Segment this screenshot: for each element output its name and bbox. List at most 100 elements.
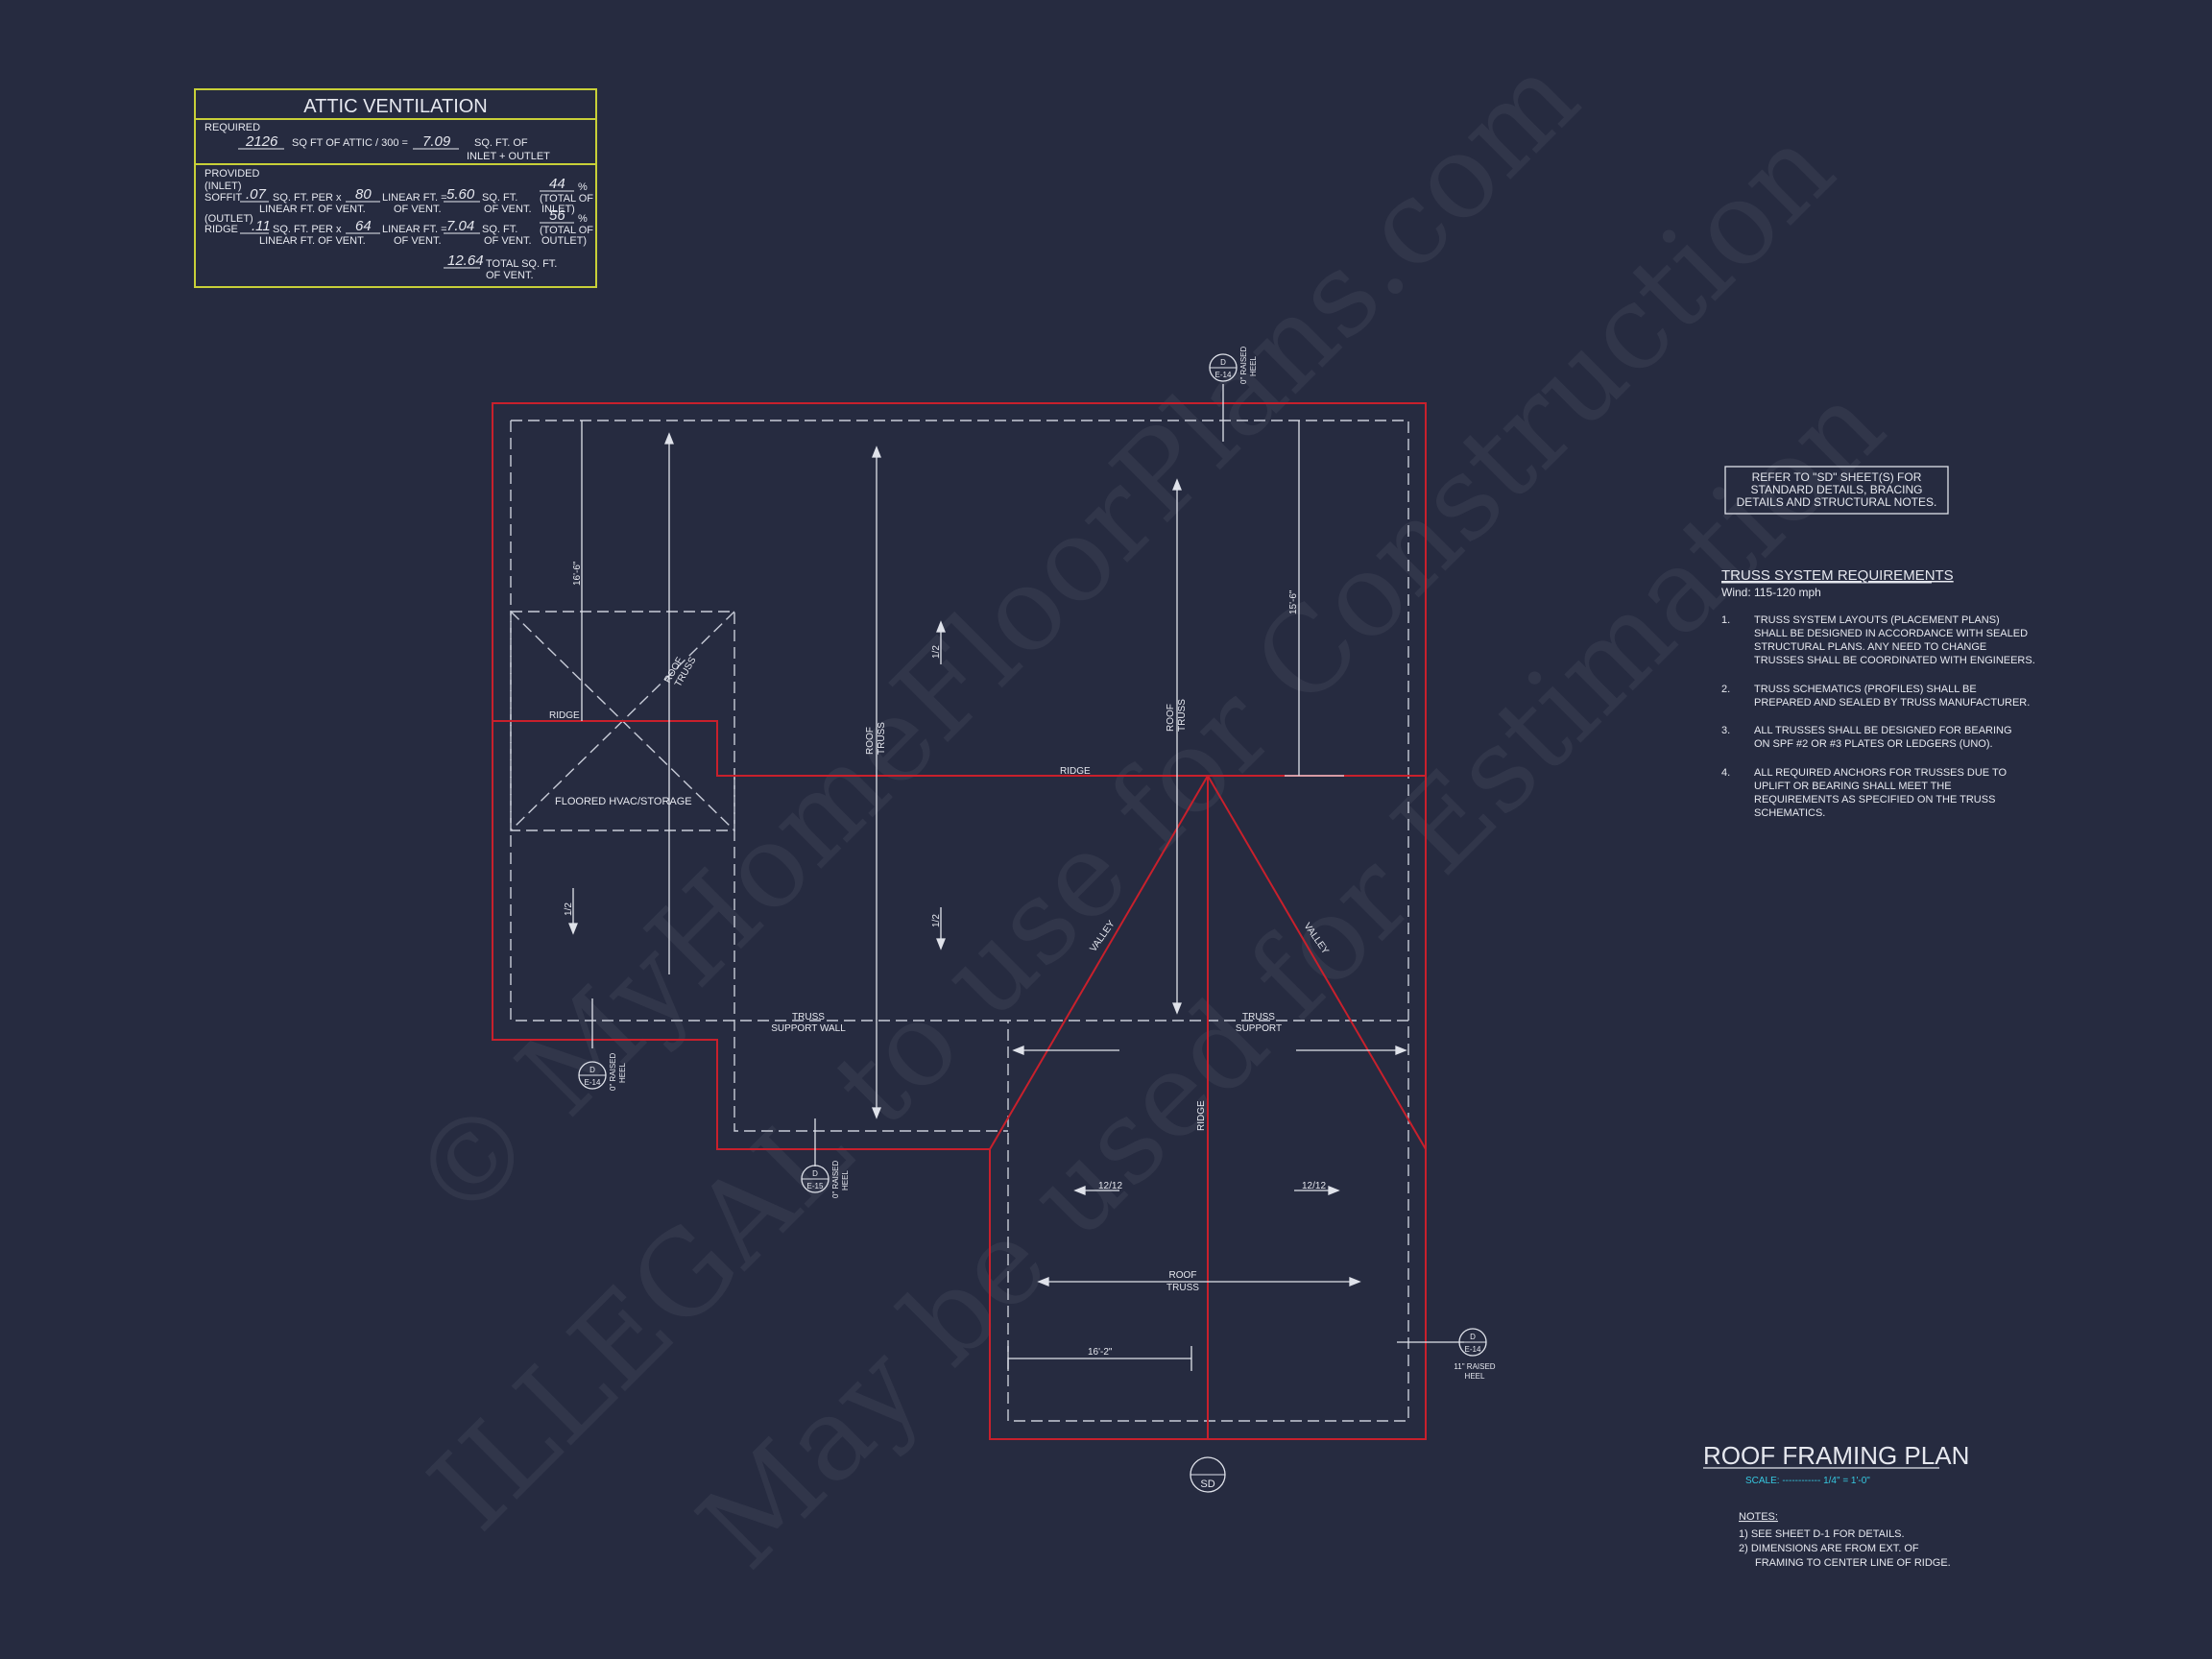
soffit-lf: 80 <box>355 186 372 203</box>
marker-left-sheet: E-14 <box>585 1078 601 1087</box>
note-line-2: 2) DIMENSIONS ARE FROM EXT. OF <box>1739 1543 1919 1554</box>
marker-sd: SD <box>1190 1456 1226 1493</box>
outlet-tag: (OUTLET) <box>204 213 253 225</box>
section-markers: D E-14 0" RAISED HEEL D E-14 0" RAISED H… <box>578 346 1496 1493</box>
truss-item-1-line-2: SHALL BE DESIGNED IN ACCORDANCE WITH SEA… <box>1754 628 2028 639</box>
refer-line-1: REFER TO "SD" SHEET(S) FOR <box>1752 470 1922 484</box>
ridge-label-main: RIDGE <box>1060 766 1091 777</box>
marker-left: D E-14 0" RAISED HEEL <box>578 1052 627 1091</box>
note-line-1: 1) SEE SHEET D-1 FOR DETAILS. <box>1739 1528 1905 1540</box>
roof-label-right: ROOF <box>1166 704 1176 732</box>
watermark-line-2: ILLEGAL to use for Construction <box>405 102 1859 1555</box>
truss-item-1-num: 1. <box>1721 614 1730 626</box>
required-result: 7.09 <box>422 133 451 150</box>
truss-item-3-num: 3. <box>1721 725 1730 736</box>
required-unit-2: INLET + OUTLET <box>467 151 550 162</box>
soffit-pct-sign: % <box>578 181 588 193</box>
soffit-sub: LINEAR FT. OF VENT. <box>259 204 366 215</box>
soffit-of-vent: OF VENT. <box>394 204 442 215</box>
ridge-label-upper: RIDGE <box>549 710 580 721</box>
ridge-pct: 56 <box>549 207 565 224</box>
marker-top-d: D <box>1220 358 1226 367</box>
pitch-middle: 1/2 <box>931 914 942 927</box>
notes-title: NOTES: <box>1739 1511 1778 1523</box>
dim-16-2: 16'-2" <box>1088 1347 1113 1358</box>
ridge-sub: LINEAR FT. OF VENT. <box>259 235 366 247</box>
truss-item-4-num: 4. <box>1721 767 1730 779</box>
truss-item-1-line-1: TRUSS SYSTEM LAYOUTS (PLACEMENT PLANS) <box>1754 614 2000 626</box>
plan-title: ROOF FRAMING PLAN <box>1703 1441 1969 1470</box>
attic-ventilation-table: ATTIC VENTILATION REQUIRED 2126 SQ FT OF… <box>194 88 597 288</box>
truss-label-support-wall: TRUSS <box>792 1012 825 1022</box>
inlet-total: (TOTAL OF <box>540 193 593 204</box>
truss-item-2-line-1: TRUSS SCHEMATICS (PROFILES) SHALL BE <box>1754 684 1977 695</box>
soffit-sqft: 5.60 <box>446 186 475 203</box>
hvac-storage-box <box>510 611 735 831</box>
ridge-per: SQ. FT. PER x <box>273 224 342 235</box>
soffit-per: SQ. FT. PER x <box>273 192 342 204</box>
soffit-rate: .07 <box>246 186 267 203</box>
pitch-left: 1/2 <box>564 902 574 916</box>
truss-item-1-line-4: TRUSSES SHALL BE COORDINATED WITH ENGINE… <box>1754 655 2035 666</box>
floored-hvac-label: FLOORED HVAC/STORAGE <box>555 796 692 807</box>
refer-note-box: REFER TO "SD" SHEET(S) FOR STANDARD DETA… <box>1724 466 1949 515</box>
watermark-line-3: May be used for Estimation <box>674 359 1910 1595</box>
provided-label: PROVIDED <box>204 168 260 180</box>
truss-label-right: TRUSS <box>1177 699 1188 732</box>
watermark: © MyHomeFloorPlans.com ILLEGAL to use fo… <box>386 31 1910 1594</box>
required-text: SQ FT OF ATTIC / 300 = <box>292 137 408 149</box>
ridge-tag: RIDGE <box>204 224 238 235</box>
marker-left-d: D <box>589 1066 595 1074</box>
ridge-sqft-text: SQ. FT. <box>482 224 517 235</box>
marker-left-heel: HEEL <box>618 1063 627 1083</box>
truss-item-4-line-1: ALL REQUIRED ANCHORS FOR TRUSSES DUE TO <box>1754 767 2007 779</box>
marker-sd-label: SD <box>1200 1479 1214 1490</box>
ridge-sqft: 7.04 <box>446 218 474 234</box>
truss-item-1-line-3: STRUCTURAL PLANS. ANY NEED TO CHANGE <box>1754 641 1986 653</box>
marker-bottom-sheet: E-15 <box>807 1182 824 1190</box>
truss-item-4-line-2: UPLIFT OR BEARING SHALL MEET THE <box>1754 781 1952 792</box>
total-text: TOTAL SQ. FT. <box>486 258 557 270</box>
marker-right-heel: HEEL <box>1465 1372 1485 1381</box>
truss-lines <box>568 384 1464 1371</box>
required-label: REQUIRED <box>204 122 260 133</box>
ridge-sqft-of-vent: OF VENT. <box>484 235 532 247</box>
outlet-total: (TOTAL OF <box>540 225 593 236</box>
ridge-lf-text: LINEAR FT. = <box>382 224 447 235</box>
marker-right-d: D <box>1470 1333 1476 1341</box>
pitch-lower-right: 12/12 <box>1302 1181 1326 1191</box>
truss-item-4-line-4: SCHEMATICS. <box>1754 807 1825 819</box>
marker-bottom: D E-15 0" RAISED HEEL <box>801 1160 850 1198</box>
marker-left-raised: 0" RAISED <box>609 1052 617 1091</box>
soffit-pct: 44 <box>549 176 565 192</box>
truss-label-left: TRUSS <box>877 722 887 755</box>
dim-15-6: 15'-6" <box>1288 589 1299 614</box>
inlet-tag: (INLET) <box>204 180 242 192</box>
marker-bottom-raised: 0" RAISED <box>831 1160 840 1198</box>
truss-label-support: TRUSS <box>1242 1012 1275 1022</box>
required-unit-1: SQ. FT. OF <box>474 137 528 149</box>
marker-top: D E-14 0" RAISED HEEL <box>1209 346 1258 384</box>
title-block: ROOF FRAMING PLAN SCALE: ------------ 1/… <box>1703 1441 1969 1569</box>
marker-right-sheet: E-14 <box>1465 1345 1481 1354</box>
truss-label-lower: TRUSS <box>1166 1283 1199 1293</box>
pitch-lower-left: 12/12 <box>1098 1181 1122 1191</box>
ridge-lf: 64 <box>355 218 372 234</box>
truss-item-4-line-3: REQUIREMENTS AS SPECIFIED ON THE TRUSS <box>1754 794 1995 805</box>
roof-label-lower: ROOF <box>1169 1270 1197 1281</box>
attic-title: ATTIC VENTILATION <box>303 96 488 117</box>
ridge-pct-sign: % <box>578 213 588 225</box>
dim-16-6: 16'-6" <box>572 561 583 586</box>
pitch-upper: 1/2 <box>931 645 942 659</box>
truss-wind: Wind: 115-120 mph <box>1721 586 1821 599</box>
soffit-tag: SOFFIT <box>204 192 242 204</box>
required-sqft: 2126 <box>245 133 278 150</box>
support-label: SUPPORT <box>1236 1023 1282 1034</box>
plan-scale: SCALE: ------------ 1/4" = 1'-0" <box>1745 1476 1870 1486</box>
refer-line-3: DETAILS AND STRUCTURAL NOTES. <box>1737 495 1937 509</box>
note-line-3: FRAMING TO CENTER LINE OF RIDGE. <box>1755 1557 1951 1569</box>
total-sub: OF VENT. <box>486 270 534 281</box>
marker-right-raised: 11" RAISED <box>1454 1362 1495 1371</box>
